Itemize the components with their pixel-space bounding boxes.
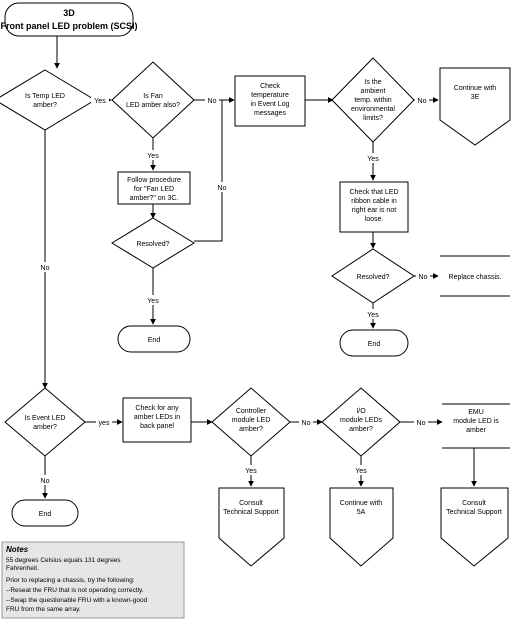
decision-resolved-1: Resolved?	[111, 217, 195, 269]
label-temp-no: No	[41, 265, 50, 272]
label-temp-yes: Yes	[94, 98, 106, 105]
terminal-end-1: End	[117, 325, 191, 353]
controller-text-1: Controller	[236, 408, 267, 415]
fan-led-text-1: Is Fan	[143, 93, 163, 100]
emu-text-3: amber	[466, 427, 487, 434]
label-resolved1-yes: Yes	[147, 298, 159, 305]
temp-led-text-2: amber?	[33, 102, 57, 109]
check-temp-text-1: Check	[260, 83, 280, 90]
controller-text-2: module LED	[232, 417, 271, 424]
io-text-3: amber?	[349, 426, 373, 433]
continue-3e-text-1: Continue with	[454, 85, 497, 92]
box-ribbon-cable: Check that LED ribbon cable in right ear…	[339, 181, 409, 233]
emu-text-2: module LED is	[453, 418, 499, 425]
label-resolved2-yes: Yes	[367, 312, 379, 319]
label-controller-yes: Yes	[245, 468, 257, 475]
continue-3e-text-2: 3E	[471, 94, 480, 101]
notes-line-3: Prior to replacing a chassis, try the fo…	[6, 577, 135, 584]
notes-line-4: --Reseat the FRU that is not operating c…	[6, 587, 144, 594]
notes-heading: Notes	[6, 545, 29, 554]
io-text-2: module LEDs	[340, 417, 383, 424]
title-line-2: Front panel LED problem (SCSI)	[0, 21, 137, 31]
label-controller-no: No	[302, 420, 311, 427]
ribbon-text-3: right ear is not	[352, 207, 396, 214]
ambient-text-5: limits?	[363, 115, 383, 122]
decision-ambient-temp: Is the ambient temp. within environmenta…	[331, 57, 415, 143]
emu-text-1: EMU	[468, 409, 484, 416]
notes-panel: Notes 55 degrees Celsius equals 131 degr…	[1, 541, 185, 619]
terminal-end-3: End	[11, 499, 79, 527]
ribbon-text-2: ribbon cable in	[351, 198, 397, 205]
ribbon-text-1: Check that LED	[349, 189, 398, 196]
decision-fan-led: Is Fan LED amber also?	[111, 61, 195, 139]
box-check-temperature: Check temperature in Event Log messages	[234, 75, 306, 127]
decision-resolved-2: Resolved?	[331, 248, 415, 304]
decision-controller-led: Controller module LED amber?	[211, 387, 291, 457]
backpanel-text-3: back panel	[140, 423, 174, 430]
consult2-text-1: Consult	[462, 500, 486, 507]
label-resolved1-no: No	[218, 185, 227, 192]
box-check-backpanel: Check for any amber LEDs in back panel	[122, 397, 192, 443]
title-box: 3D Front panel LED problem (SCSI)	[0, 2, 138, 37]
resolved1-text: Resolved?	[136, 241, 169, 248]
label-io-yes: Yes	[355, 468, 367, 475]
box-emu-module: EMU module LED is amber	[442, 403, 510, 449]
label-resolved2-no: No	[419, 274, 428, 281]
consult1-text-2: Technical Support	[223, 509, 279, 516]
ambient-text-3: temp. within	[354, 97, 391, 104]
connector-continue-5a: Continue with 5A	[329, 487, 394, 567]
consult2-text-2: Technical Support	[446, 509, 502, 516]
end2-text: End	[368, 341, 381, 348]
label-ambient-no: No	[418, 98, 427, 105]
notes-line-1: 55 degrees Celsius equals 131 degrees	[6, 557, 121, 564]
ambient-text-2: ambient	[361, 88, 386, 95]
connector-consult-2: Consult Technical Support	[440, 487, 509, 567]
backpanel-text-1: Check for any	[135, 405, 179, 412]
io-text-1: I/O	[356, 408, 366, 415]
check-temp-text-2: temperature	[251, 92, 289, 99]
decision-temp-led: Is Temp LED amber?	[0, 69, 96, 131]
check-temp-text-3: in Event Log	[251, 101, 290, 108]
ambient-text-1: Is the	[364, 79, 381, 86]
replace-chassis-text: Replace chassis.	[449, 274, 502, 281]
fan-proc-text-2: for "Fan LED	[134, 186, 174, 193]
fan-proc-text-3: amber?" on 3C.	[130, 195, 179, 202]
notes-line-5: --Swap the questionable FRU with a known…	[6, 597, 148, 604]
decision-io-module: I/O module LEDs amber?	[321, 387, 401, 457]
end3-text: End	[39, 511, 52, 518]
edge-labels: Yes No No Yes No Yes Yes No Yes No yes N…	[38, 95, 430, 485]
connector-consult-1: Consult Technical Support	[218, 487, 285, 567]
temp-led-text-1: Is Temp LED	[25, 93, 65, 100]
event-led-text-1: Is Event LED	[25, 415, 66, 422]
end1-text: End	[148, 337, 161, 344]
label-fan-yes: Yes	[147, 153, 159, 160]
label-io-no: No	[417, 420, 426, 427]
check-temp-text-4: messages	[254, 110, 286, 117]
connector-continue-3e: Continue with 3E	[439, 67, 511, 146]
decision-event-led: Is Event LED amber?	[4, 387, 86, 457]
backpanel-text-2: amber LEDs in	[134, 414, 180, 421]
label-event-no: No	[41, 478, 50, 485]
fan-proc-text-1: Follow procedure	[127, 177, 181, 184]
notes-line-2: Fahrenheit.	[6, 565, 39, 572]
continue-5a-text-1: Continue with	[340, 500, 383, 507]
event-led-text-2: amber?	[33, 424, 57, 431]
box-fan-procedure: Follow procedure for "Fan LED amber?" on…	[117, 171, 191, 205]
label-ambient-yes: Yes	[367, 156, 379, 163]
consult1-text-1: Consult	[239, 500, 263, 507]
label-event-yes: yes	[99, 420, 110, 427]
controller-text-3: amber?	[239, 426, 263, 433]
terminal-end-2: End	[339, 329, 409, 357]
fan-led-text-2: LED amber also?	[126, 102, 180, 109]
resolved2-text: Resolved?	[356, 274, 389, 281]
label-fan-no: No	[208, 98, 217, 105]
title-line-1: 3D	[63, 8, 75, 18]
box-replace-chassis: Replace chassis.	[440, 255, 510, 297]
notes-line-6: FRU from the same array.	[6, 606, 81, 613]
continue-5a-text-2: 5A	[357, 509, 366, 516]
ribbon-text-4: loose.	[365, 216, 384, 223]
ambient-text-4: environmental	[351, 106, 395, 113]
